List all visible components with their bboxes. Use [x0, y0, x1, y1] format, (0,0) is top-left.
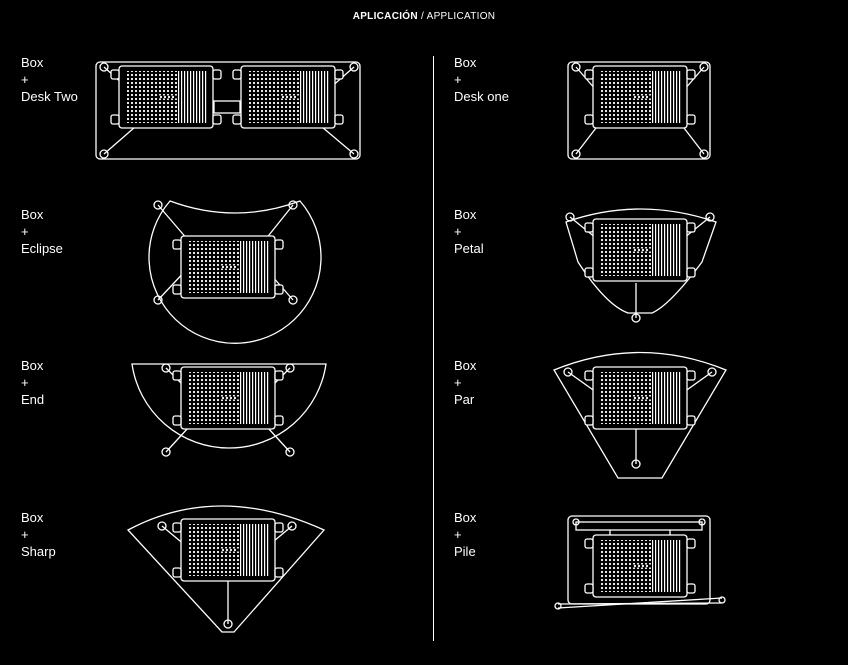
page-title: APLICACIÓN / APPLICATION [0, 11, 848, 22]
label-plus: + [454, 72, 462, 87]
label-plus: + [454, 527, 462, 542]
label-name: Petal [454, 241, 484, 256]
label-petal: Box + Petal [454, 206, 484, 257]
column-divider [433, 56, 434, 641]
label-plus: + [21, 527, 29, 542]
label-name: Eclipse [21, 241, 63, 256]
label-eclipse: Box + Eclipse [21, 206, 63, 257]
label-desk-one: Box + Desk one [454, 54, 509, 105]
title-english: APPLICATION [426, 11, 496, 22]
label-name: Par [454, 392, 475, 407]
label-plus: + [454, 375, 462, 390]
label-line: Box [21, 207, 44, 222]
diagram-petal [565, 208, 717, 323]
label-plus: + [21, 224, 29, 239]
label-end: Box + End [21, 357, 44, 408]
label-line: Box [454, 358, 477, 373]
label-name: Desk Two [21, 89, 78, 104]
diagram-desk-two [95, 61, 361, 160]
title-separator: / [417, 11, 427, 22]
label-desk-two: Box + Desk Two [21, 54, 78, 105]
label-name: Desk one [454, 89, 509, 104]
diagram-desk-one [567, 61, 711, 160]
label-line: Box [454, 55, 477, 70]
label-plus: + [21, 375, 29, 390]
diagram-eclipse [148, 200, 322, 344]
label-plus: + [21, 72, 29, 87]
label-line: Box [21, 510, 44, 525]
label-pile: Box + Pile [454, 509, 476, 560]
label-line: Box [454, 510, 477, 525]
label-sharp: Box + Sharp [21, 509, 56, 560]
diagram-sharp [126, 505, 326, 633]
diagram-end [131, 363, 327, 457]
label-par: Box + Par [454, 357, 476, 408]
title-spanish: APLICACIÓN [352, 11, 418, 22]
diagram-par [553, 351, 727, 479]
label-plus: + [454, 224, 462, 239]
label-name: Sharp [21, 544, 56, 559]
label-line: Box [454, 207, 477, 222]
label-name: Pile [454, 544, 476, 559]
label-name: End [21, 392, 45, 407]
diagram-pile [554, 515, 726, 610]
label-line: Box [21, 55, 44, 70]
label-line: Box [21, 358, 44, 373]
